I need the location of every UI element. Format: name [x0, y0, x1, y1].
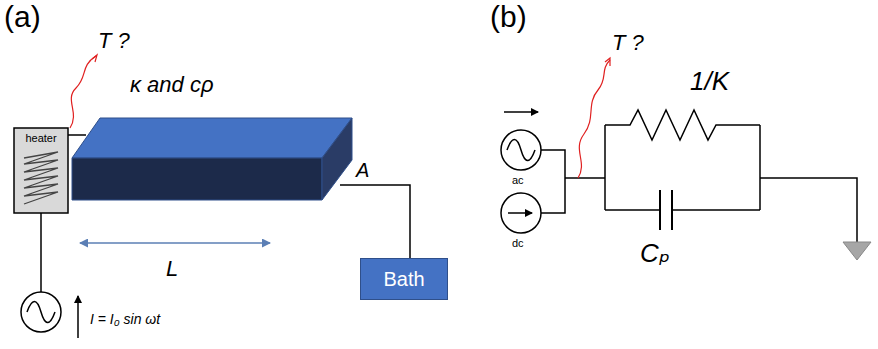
wire	[760, 178, 857, 242]
capacitor-symbol	[659, 190, 661, 230]
probe-head	[92, 55, 97, 62]
temperature-label: T ?	[98, 30, 130, 52]
resistor-symbol	[605, 110, 760, 140]
dc-source-symbol	[501, 193, 541, 233]
node-text: Bath	[383, 269, 424, 289]
ac-source-symbol	[21, 292, 61, 332]
wire	[541, 150, 565, 213]
probe-head	[605, 58, 610, 66]
sample-top	[72, 118, 352, 158]
ac-source-symbol	[501, 130, 541, 170]
bath-box: Bath	[360, 258, 448, 300]
wire	[672, 209, 760, 211]
sine-symbol	[27, 302, 55, 323]
length-label: L	[166, 258, 178, 280]
area-label: A	[356, 160, 369, 180]
source-label: dc	[512, 238, 524, 249]
dimension-arrow	[80, 242, 270, 244]
heater-box	[14, 128, 68, 213]
sample-side	[322, 118, 352, 200]
current-arrow	[77, 296, 79, 338]
wire	[340, 185, 410, 258]
sample-front	[72, 158, 322, 200]
wire	[40, 213, 42, 292]
heater-coil	[24, 152, 58, 204]
heater-box: heater	[14, 128, 68, 213]
panel-label: (a)	[4, 2, 41, 32]
current-arrow	[504, 111, 538, 113]
wire	[565, 177, 605, 179]
node-text: heater	[19, 133, 63, 144]
temperature-label: T ?	[612, 32, 644, 54]
ground-symbol	[843, 242, 871, 260]
wire	[68, 134, 86, 136]
capacitance-label: Cₚ	[640, 240, 670, 266]
source-label: ac	[512, 175, 524, 186]
wire	[759, 125, 761, 210]
conductance-label: 1/K	[690, 68, 729, 94]
property-label: κ and cρ	[130, 74, 214, 96]
probe-line	[70, 56, 96, 128]
sine-symbol	[507, 140, 535, 161]
wire	[604, 125, 606, 210]
panel-label: (b)	[490, 2, 527, 32]
current-label: I = I₀ sin ωt	[90, 312, 160, 326]
wire	[605, 209, 660, 211]
dc-arrow	[508, 212, 532, 214]
